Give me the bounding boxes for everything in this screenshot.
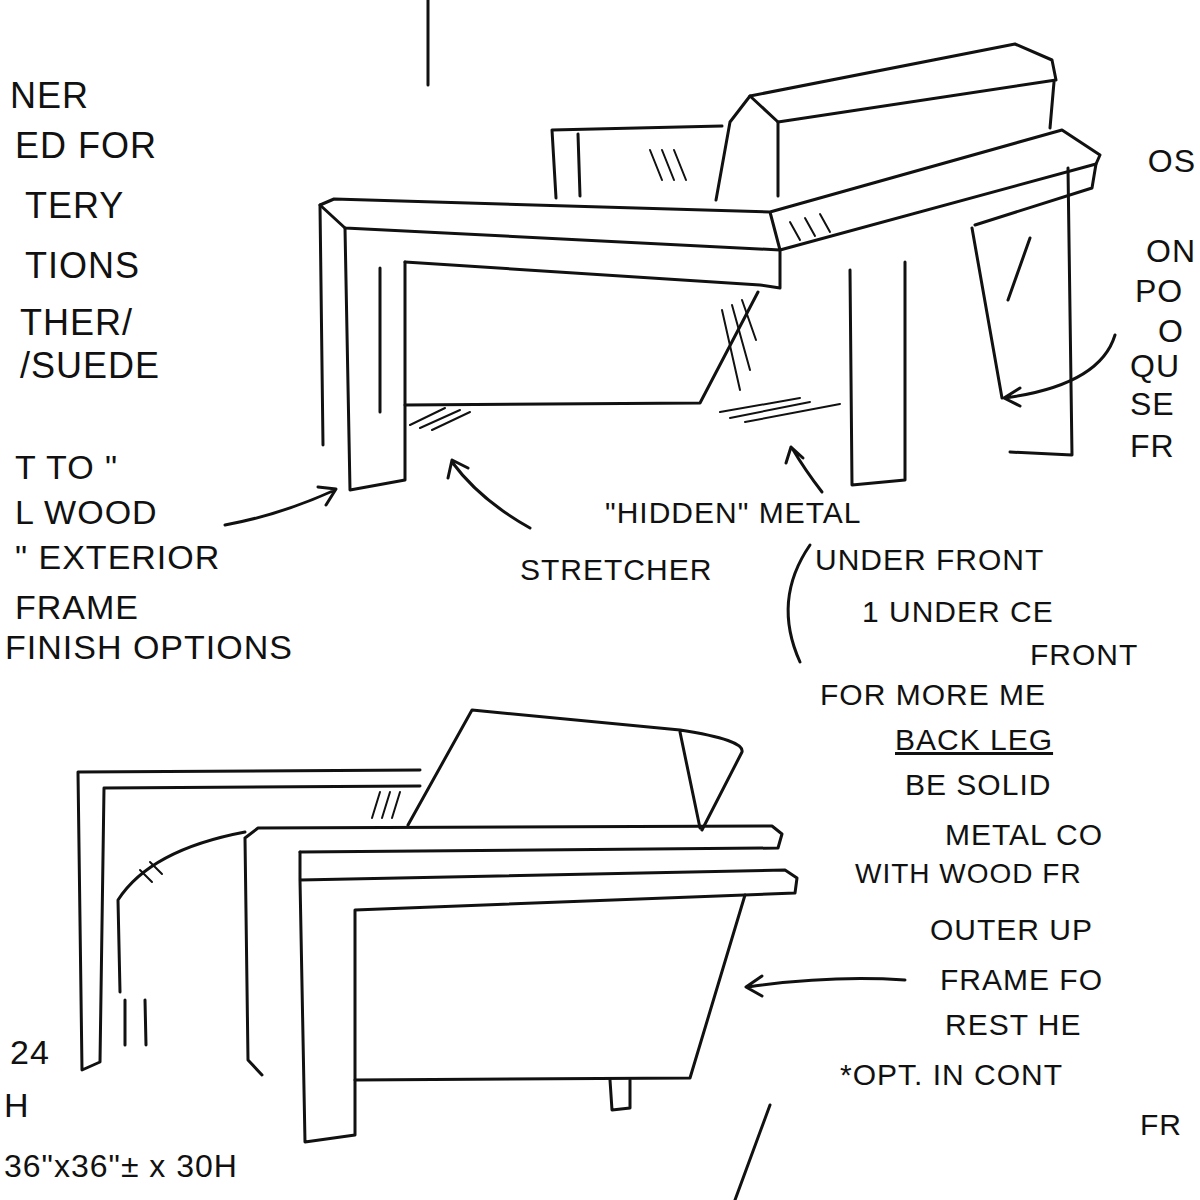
handwritten-note: WITH WOOD FR [855, 860, 1082, 888]
handwritten-note: H [4, 1088, 30, 1122]
handwritten-note: TIONS [25, 248, 140, 284]
handwritten-note: METAL CO [945, 820, 1103, 850]
handwritten-note: TERY [25, 188, 124, 224]
handwritten-note: BACK LEG [895, 725, 1053, 755]
handwritten-note: FR [1140, 1110, 1182, 1140]
handwritten-note: FRAME [15, 590, 139, 624]
leader-arrow [786, 447, 822, 492]
handwritten-note: SE [1130, 388, 1175, 420]
near-arm-frame [300, 852, 797, 1142]
handwritten-note: T TO " [15, 450, 118, 484]
back-cushion [408, 710, 742, 830]
chair-view-top [320, 44, 1100, 490]
back-cushion [750, 44, 1056, 122]
hatching [650, 150, 686, 180]
leader-arrow [225, 487, 336, 525]
front-rail [405, 164, 1096, 288]
front-left-leg [320, 205, 405, 490]
hatching [372, 792, 400, 818]
hatching [722, 300, 756, 390]
handwritten-note: PO [1135, 275, 1183, 307]
handwritten-note: THER/ [20, 305, 133, 341]
page-divider [427, 0, 430, 85]
handwritten-note: REST HE [945, 1010, 1081, 1040]
handwritten-note: 36"x36"± x 30H [4, 1150, 238, 1182]
handwritten-note: BE SOLID [905, 770, 1051, 800]
arm-frame [320, 130, 1100, 250]
front-right-leg [850, 262, 905, 485]
seat-cushion [118, 832, 245, 992]
handwritten-note: O [1158, 315, 1184, 347]
leader-arrow [746, 976, 905, 996]
handwritten-note: FINISH OPTIONS [5, 630, 293, 664]
handwritten-note: "HIDDEN" METAL [605, 498, 861, 528]
handwritten-note: ON [1146, 235, 1196, 267]
bracket [788, 545, 810, 662]
handwritten-note: FRONT [1030, 640, 1138, 670]
handwritten-note: /SUEDE [20, 348, 160, 384]
chair-view-bottom [78, 710, 797, 1142]
handwritten-note: ED FOR [15, 128, 157, 164]
handwritten-note: L WOOD [15, 495, 158, 529]
handwritten-note: *OPT. IN CONT [840, 1060, 1063, 1090]
hatching [790, 214, 830, 240]
handwritten-note: FR [1130, 430, 1175, 462]
leader-line [735, 1105, 770, 1200]
back-cushion-sides [716, 82, 1054, 200]
handwritten-note: 24 [10, 1035, 50, 1069]
handwritten-note: STRETCHER [520, 555, 712, 585]
handwritten-note: UNDER FRONT [815, 545, 1044, 575]
handwritten-note: OUTER UP [930, 915, 1093, 945]
handwritten-note: NER [10, 78, 89, 114]
handwritten-note: FOR MORE ME [820, 680, 1046, 710]
side-panel [355, 895, 745, 1080]
handwritten-note: FRAME FO [940, 965, 1103, 995]
handwritten-note: OS [1148, 145, 1196, 177]
far-arm [552, 126, 722, 198]
handwritten-note: 1 UNDER CE [862, 597, 1054, 627]
hatching [140, 862, 162, 882]
leader-arrow [448, 460, 530, 528]
rear-legs [125, 1000, 146, 1045]
seat-box [380, 268, 758, 412]
hidden-stretcher [410, 398, 840, 430]
back-right-leg [972, 168, 1072, 455]
handwritten-note: QU [1130, 350, 1180, 382]
front-leg [610, 1080, 630, 1110]
leader-arrow [1004, 335, 1115, 406]
leaders [225, 335, 1115, 1200]
handwritten-note: " EXTERIOR [15, 540, 220, 574]
